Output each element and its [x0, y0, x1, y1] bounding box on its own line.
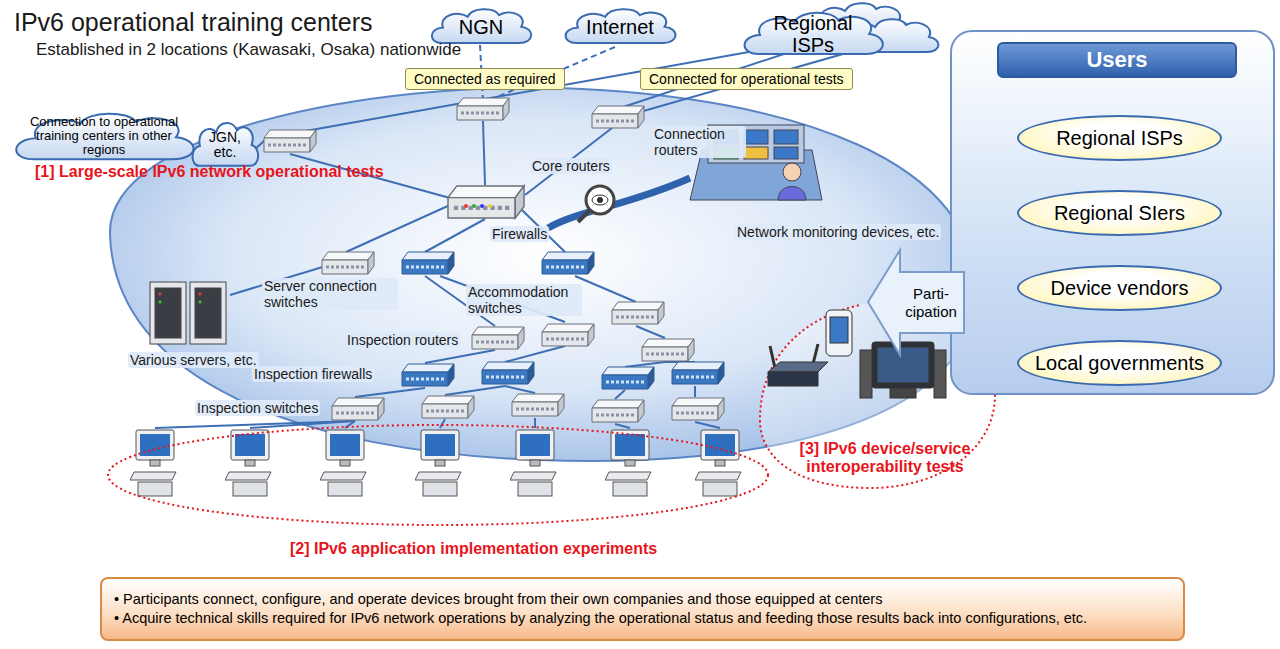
device-label: Network monitoring devices, etc. [735, 224, 941, 240]
user-oval: Device vendors [1017, 265, 1222, 311]
cloud-node: Connection to operational training cente… [4, 104, 204, 166]
participation-arrow: Parti- cipation [868, 250, 964, 355]
user-oval: Regional ISPs [1017, 115, 1222, 161]
device-label: Accommodation switches [466, 284, 582, 316]
node-text: Local governments [1035, 352, 1204, 375]
node-text: Connected for operational tests [649, 71, 844, 87]
node-text: Regional ISPs [751, 12, 875, 56]
node-text: Connected as required [414, 71, 556, 87]
node-text: • Acquire technical skills required for … [114, 609, 1087, 628]
device-label: Inspection firewalls [252, 366, 374, 382]
users-panel: UsersRegional ISPsRegional SIersDevice v… [950, 30, 1275, 395]
diagram-title: IPv6 operational training centers [14, 8, 373, 37]
node-text: JGN, etc. [200, 130, 250, 161]
device-label: Various servers, etc. [128, 352, 259, 368]
device-label: Connection routers [652, 126, 746, 158]
node-text: Device vendors [1051, 277, 1189, 300]
node-text: Internet [586, 16, 654, 38]
node-text: Regional SIers [1054, 202, 1185, 225]
node-text: Regional ISPs [1056, 127, 1183, 150]
device-label: Inspection routers [345, 332, 460, 348]
section-heading: [2] IPv6 application implementation expe… [290, 540, 657, 558]
cloud-node: Regional ISPs [735, 4, 891, 60]
callout-box: Connected as required [405, 68, 565, 90]
section-heading: [3] IPv6 device/service interoperability… [770, 440, 1000, 477]
user-oval: Local governments [1017, 340, 1222, 386]
callout-box: Connected for operational tests [640, 68, 853, 90]
device-label: Established in 2 locations (Kawasaki, Os… [36, 40, 461, 60]
node-text: • Participants connect, configure, and o… [114, 590, 882, 609]
device-label: Inspection switches [195, 400, 320, 416]
section-heading: [1] Large-scale IPv6 network operational… [35, 163, 384, 181]
node-text: NGN [459, 16, 503, 38]
device-label: Core routers [530, 158, 612, 174]
summary-box: • Participants connect, configure, and o… [100, 577, 1185, 641]
device-label: Server connection switches [262, 278, 398, 310]
cloud-node: Internet [558, 2, 682, 48]
node-text: Parti- cipation [902, 285, 960, 320]
panel-heading: Users [997, 42, 1237, 78]
node-text: Connection to operational training cente… [20, 115, 188, 158]
device-label: Firewalls [490, 226, 549, 242]
user-oval: Regional SIers [1017, 190, 1222, 236]
